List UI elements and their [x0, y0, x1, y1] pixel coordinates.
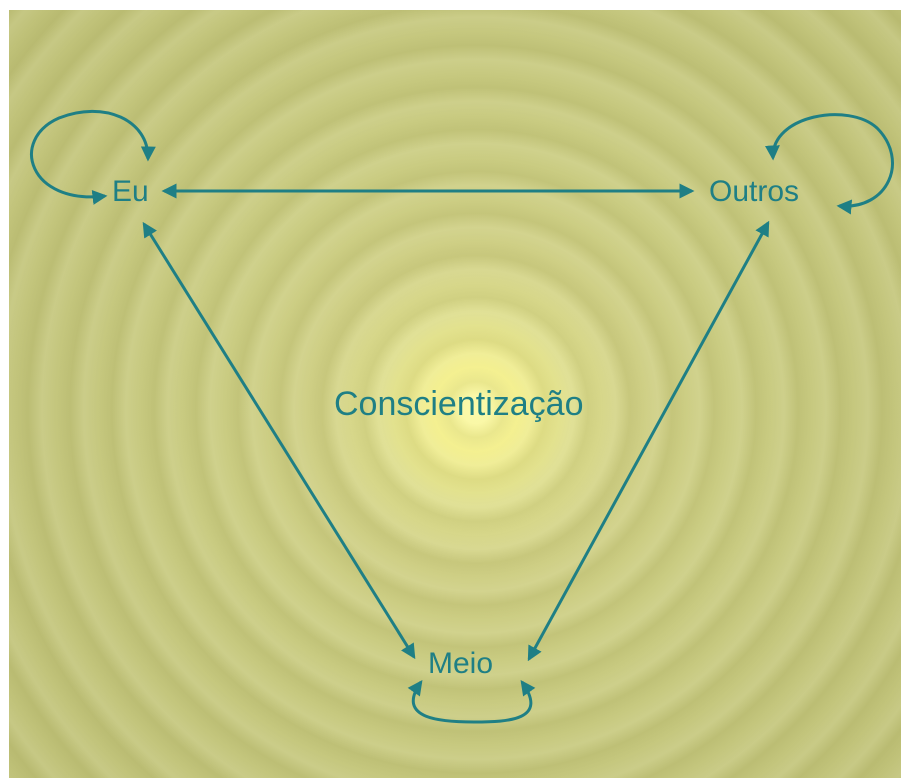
- edge-outros-meio: [527, 220, 770, 662]
- node-outros: Outros: [709, 175, 800, 208]
- node-eu: Eu: [112, 175, 149, 208]
- center-label: Conscientização: [334, 385, 584, 423]
- self-loop-meio: [407, 679, 536, 724]
- diagram-canvas: Eu Outros Meio Conscientização: [9, 10, 901, 778]
- edge-eu-meio: [142, 221, 416, 660]
- node-meio: Meio: [428, 647, 494, 680]
- self-loop-outros: [764, 113, 894, 215]
- diagram-arrows: [30, 109, 894, 724]
- self-loop-eu: [30, 109, 156, 205]
